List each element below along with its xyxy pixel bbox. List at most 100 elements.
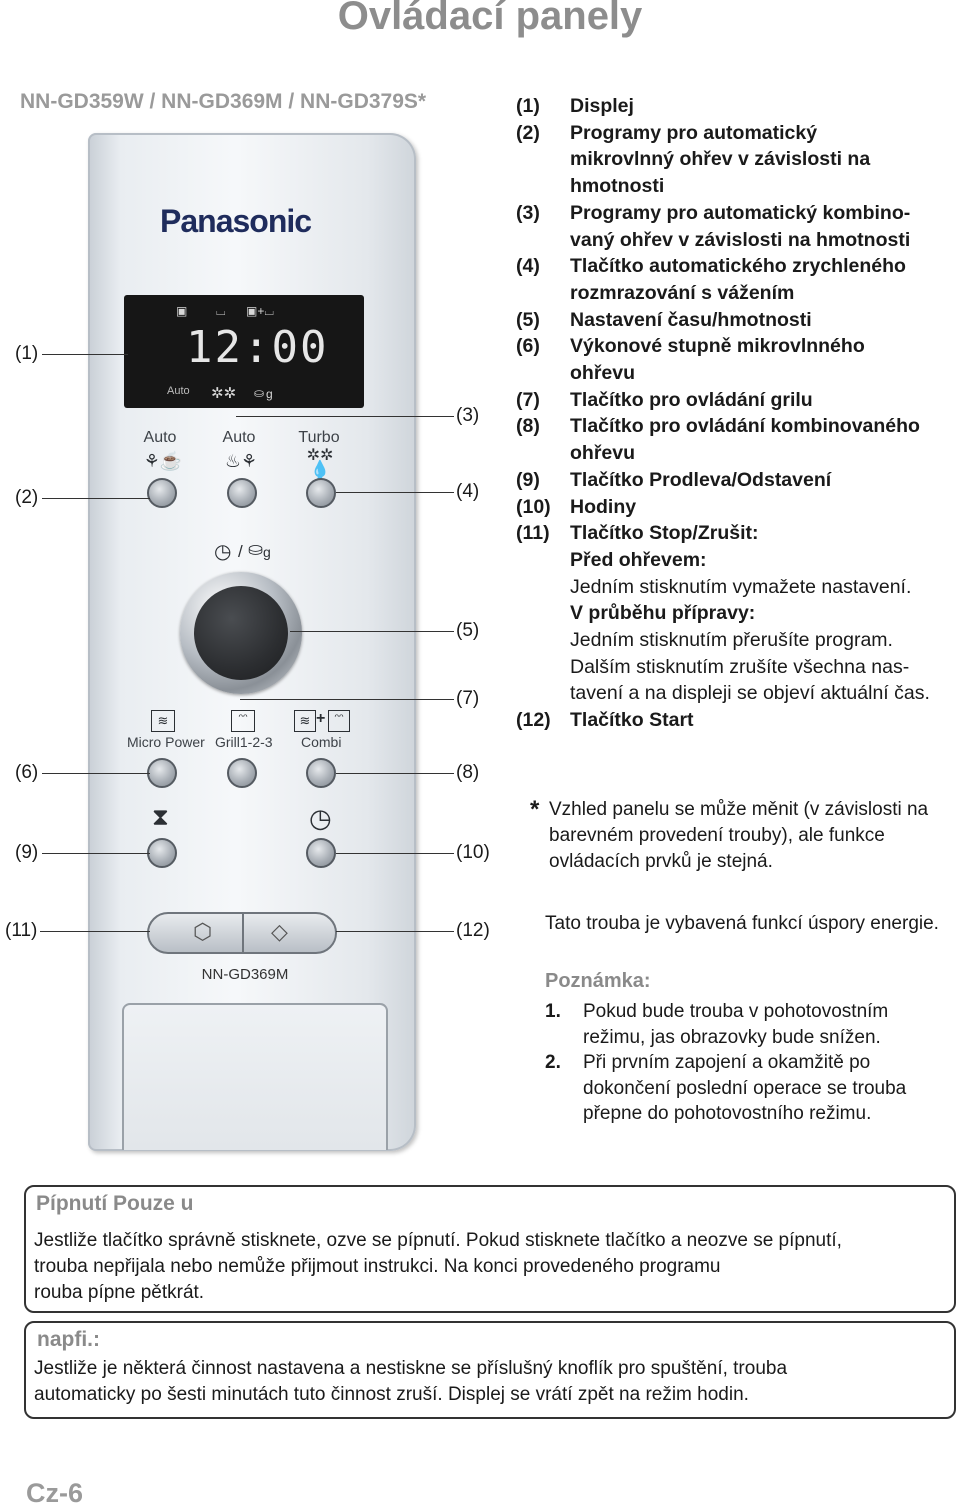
legend-item: (8) Tlačítko pro ovládání kombinovaného [516, 413, 956, 440]
stop-during-text: Dalším stisknutím zrušíte všechna nas- [570, 655, 910, 678]
grill-button[interactable] [227, 758, 257, 788]
combi-microwave-icon: ≋ [294, 710, 316, 732]
stop-before-text: Jedním stisknutím vymažete nastavení. [570, 575, 912, 598]
combi-button[interactable] [306, 758, 336, 788]
appearance-note: * Vzhled panelu se může měnit (v závislo… [530, 797, 955, 875]
callout-8-line [336, 773, 454, 774]
legend-item: (11)Tlačítko Stop/Zrušit: [516, 520, 956, 547]
callout-10: (10) [456, 842, 490, 863]
turbo-label: Turbo [298, 429, 340, 446]
stop-icon: ⬡ [193, 919, 213, 944]
callout-4-line [336, 492, 454, 493]
example-line-1: Jestliže je některá činnost nastavena a … [34, 1358, 788, 1379]
note-text: Pokud bude trouba v pohotovostním režimu… [583, 1001, 889, 1048]
clock-button[interactable] [306, 838, 336, 868]
callout-6-line [42, 773, 150, 774]
weight-indicator-icon: ⛀ [254, 386, 265, 400]
legend-text: Tlačítko Start [570, 709, 694, 732]
start-icon: ◇ [271, 919, 288, 944]
note-item: 1. Pokud bude trouba v pohotovostním reži… [545, 999, 955, 1050]
micro-power-button[interactable] [147, 758, 177, 788]
legend-text-cont: rozmrazování s vážením [570, 281, 795, 304]
callout-9-line [42, 853, 150, 854]
legend-item: (9)Tlačítko Prodleva/Odstavení [516, 467, 956, 494]
microwave-indicator-icon: ▣ [176, 304, 188, 318]
legend-item: (10)Hodiny [516, 494, 956, 521]
legend-text-cont: ohřevu [570, 442, 636, 465]
energy-saving-text: Tato trouba je vybavená funkcí úspory en… [545, 913, 939, 934]
legend-text: Výkonové stupně mikrovlnného [570, 335, 865, 358]
display-auto: Auto [167, 385, 190, 397]
microwave-power-icon: ≋ [151, 710, 175, 732]
callout-2-line [42, 498, 150, 499]
defrost-indicator-icon: ✲✲ [211, 385, 237, 402]
legend-text-cont: mikrovlnný ohřev v závislosti na [570, 148, 871, 171]
beep-info-box: Pípnutí Pouze u Jestliže tlačítko správn… [24, 1185, 956, 1313]
legend-item: (12) Tlačítko Start [516, 707, 956, 734]
callout-10-line [336, 853, 454, 854]
note-num: 1. [545, 1001, 561, 1022]
delay-stand-button[interactable] [147, 838, 177, 868]
legend-num: (2) [516, 121, 540, 144]
callout-3: (3) [456, 405, 480, 426]
panel-model-label: NN-GD369M [201, 966, 289, 983]
auto-microwave-button[interactable] [147, 478, 177, 508]
legend-item: (6)Výkonové stupně mikrovlnného [516, 333, 956, 360]
appearance-note-text: Vzhled panelu se může měnit (v závislost… [549, 799, 929, 872]
callout-6: (6) [15, 762, 39, 783]
legend-num: (8) [516, 415, 540, 438]
callout-2: (2) [15, 487, 39, 508]
stop-during-heading: V průběhu přípravy: [570, 602, 756, 625]
note-num: 2. [545, 1052, 561, 1073]
callout-3-line [236, 416, 454, 417]
combi-indicator-icon: ▣+⌴ [246, 304, 274, 318]
legend-item: (5)Nastavení času/hmotnosti [516, 307, 956, 334]
callout-12: (12) [456, 920, 490, 941]
weight-unit: g [266, 387, 273, 401]
note-text: Při prvním zapojení a okamžitě po dokonč… [583, 1052, 907, 1124]
stop-during-text: tavení a na displeji se objeví aktuální … [570, 682, 930, 705]
stop-start-divider [242, 914, 244, 952]
start-button[interactable] [242, 912, 337, 954]
turbo-defrost-button[interactable] [306, 478, 336, 508]
example-heading: napfi.: [37, 1328, 100, 1351]
legend-text-cont: vaný ohřev v závislosti na hmotnosti [570, 228, 911, 251]
brand-logo: Panasonic [160, 203, 312, 239]
example-info-box: napfi.: Jestliže je některá činnost nast… [24, 1321, 956, 1419]
dial-separator: / [238, 542, 243, 561]
combi-plus: + [316, 710, 326, 727]
beep-line-3: rouba pípne pětkrát. [34, 1282, 205, 1303]
legend-text: Tlačítko pro ovládání kombinovaného [570, 415, 920, 438]
callout-11: (11) [5, 920, 38, 941]
callout-4: (4) [456, 481, 480, 502]
beep-line-1: Jestliže tlačítko správně stisknete, ozv… [34, 1230, 842, 1251]
auto-combi-button[interactable] [227, 478, 257, 508]
legend-item: (7)Tlačítko pro ovládání grilu [516, 387, 956, 414]
asterisk: * [530, 796, 540, 823]
stop-during-text: Jedním stisknutím přerušíte program. [570, 629, 893, 652]
dial-knob[interactable] [194, 586, 288, 680]
legend-item: (2)Programy pro automatický [516, 120, 956, 147]
display-time: 12:00 [186, 322, 329, 373]
legend-num: (9) [516, 468, 540, 491]
note-item: 2. Při prvním zapojení a okamžitě po doko… [545, 1050, 955, 1127]
legend-item: (4)Tlačítko automatického zrychleného [516, 253, 956, 280]
legend-text-cont: ohřevu [570, 362, 636, 385]
callout-1: (1) [15, 343, 39, 364]
auto-microwave-icon: ⚘☕ [143, 451, 183, 471]
legend-num: (12) [516, 709, 551, 732]
note-heading: Poznámka: [545, 970, 651, 992]
note-list: 1. Pokud bude trouba v pohotovostním reži… [545, 999, 955, 1127]
legend-text: Displej [570, 95, 634, 117]
legend-text: Programy pro automatický kombino- [570, 201, 911, 224]
beep-line-2: trouba nepřijala nebo nemůže přijmout in… [34, 1256, 721, 1277]
combi-label: Combi [301, 734, 342, 750]
legend-num: (11) [516, 522, 550, 545]
page-title: Ovládací panely [337, 0, 643, 38]
stop-start-buttons [147, 912, 337, 954]
weight-icon: ⛀ [248, 539, 264, 559]
callout-9: (9) [15, 842, 39, 863]
callout-5: (5) [456, 620, 480, 641]
door-release-area [122, 1003, 388, 1150]
callout-8: (8) [456, 762, 480, 783]
